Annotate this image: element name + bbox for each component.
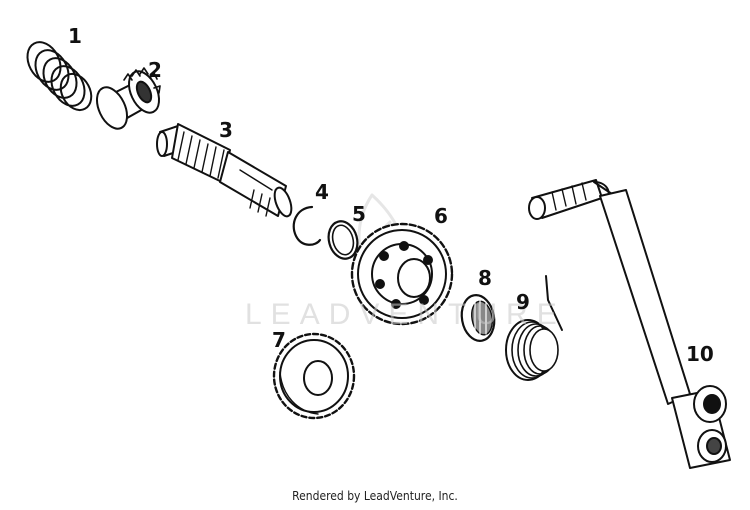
- part-3-shaft: [156, 123, 293, 218]
- label-part-10: 10: [686, 342, 714, 366]
- part-2-ratchet: [95, 67, 161, 130]
- label-part-2: 2: [148, 58, 162, 82]
- part-10-lever: [528, 179, 731, 469]
- part-5-washer: [327, 220, 359, 260]
- label-part-6: 6: [434, 204, 448, 228]
- label-part-1: 1: [68, 24, 82, 48]
- label-part-4: 4: [315, 180, 329, 204]
- label-part-9: 9: [516, 290, 530, 314]
- part-4-circlip: [292, 205, 322, 246]
- part-1-spring: [26, 41, 93, 112]
- part-7-gear: [272, 332, 356, 420]
- footer-credit: Rendered by LeadVenture, Inc.: [292, 489, 458, 503]
- label-part-5: 5: [352, 202, 366, 226]
- part-9-spring: [505, 275, 563, 381]
- part-6-gear: [350, 222, 454, 326]
- part-8-bearing: [460, 294, 496, 342]
- label-part-8: 8: [478, 266, 492, 290]
- watermark-text: LEADVENTURE: [245, 298, 566, 331]
- label-part-7: 7: [272, 328, 286, 352]
- label-part-3: 3: [219, 118, 233, 142]
